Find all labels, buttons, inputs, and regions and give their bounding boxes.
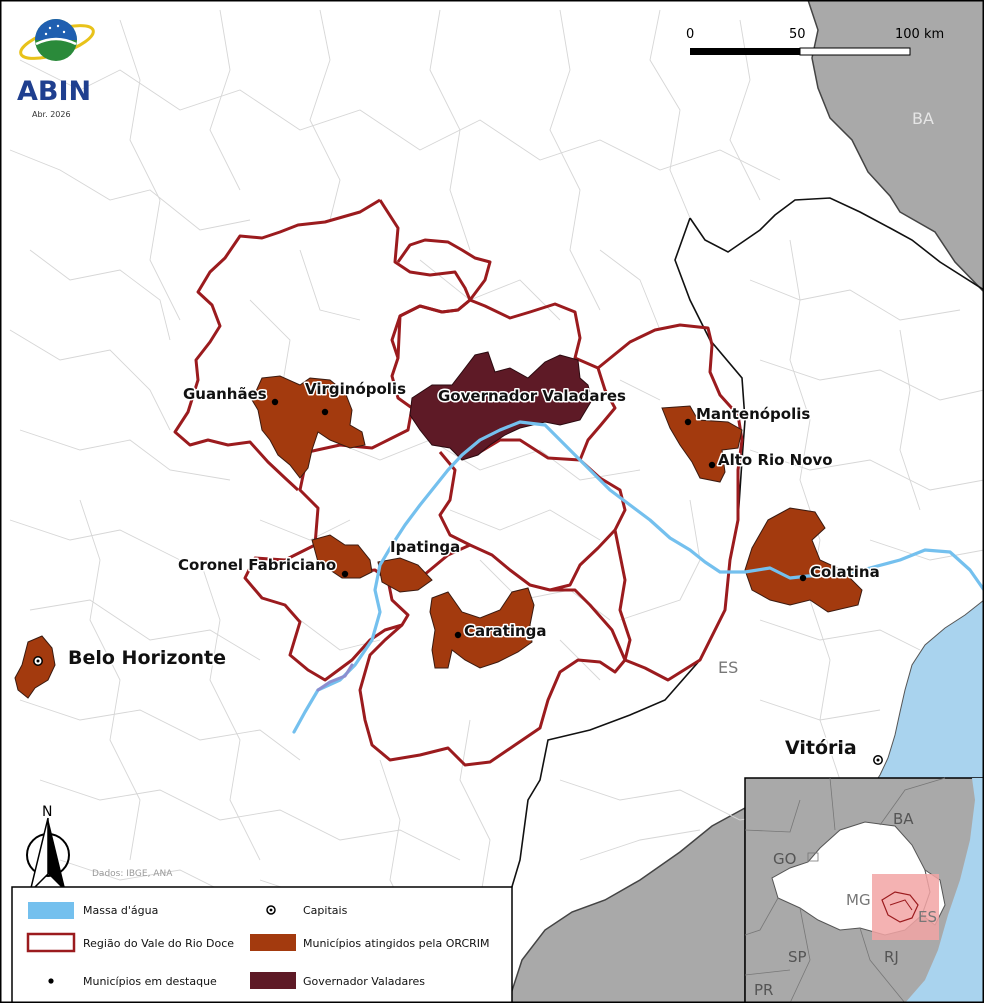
label-coronel-fabriciano: Coronel Fabriciano bbox=[178, 556, 336, 574]
data-credit: Dados: IBGE, ANA bbox=[92, 869, 173, 879]
marker-alto-rio-novo bbox=[708, 461, 716, 469]
region-subarea-south bbox=[358, 588, 627, 767]
legend-swatch-affected bbox=[250, 934, 296, 951]
municipality-guanhaes-area bbox=[251, 375, 366, 479]
legend-swatch-gv bbox=[250, 972, 296, 989]
inset-label-sp: SP bbox=[788, 948, 807, 966]
label-alto-rio-novo: Alto Rio Novo bbox=[718, 451, 833, 469]
label-governador-valadares: Governador Valadares bbox=[438, 387, 626, 405]
legend-label-water: Massa d'água bbox=[83, 904, 158, 917]
marker-virginopolis bbox=[321, 408, 329, 416]
city-markers bbox=[271, 398, 807, 639]
region-subarea-north bbox=[396, 238, 492, 301]
region-subarea-center bbox=[384, 298, 627, 592]
rio-doce-river bbox=[292, 420, 984, 734]
municipality-mantenopolis-area bbox=[661, 405, 743, 483]
label-belo-horizonte: Belo Horizonte bbox=[68, 647, 226, 669]
inset-map bbox=[744, 777, 984, 1003]
capital-markers bbox=[33, 656, 883, 765]
scale-bar bbox=[690, 47, 911, 56]
inset-label-pr: PR bbox=[754, 981, 773, 999]
label-ipatinga: Ipatinga bbox=[390, 538, 460, 556]
legend-label-affected: Municípios atingidos pela ORCRIM bbox=[303, 937, 490, 950]
label-state-es: ES bbox=[718, 658, 738, 677]
legend-label-region: Região do Vale do Rio Doce bbox=[83, 937, 234, 950]
inset-label-rj: RJ bbox=[884, 948, 899, 966]
marker-coronel-fabriciano bbox=[341, 570, 349, 578]
legend-label-gv: Governador Valadares bbox=[303, 975, 425, 988]
inset-label-mg: MG bbox=[846, 891, 871, 909]
municipality-belo-horizonte-area bbox=[14, 635, 56, 699]
municipal-boundaries bbox=[9, 9, 984, 1001]
marker-mantenopolis bbox=[684, 418, 692, 426]
north-arrow-icon bbox=[26, 817, 70, 895]
label-vitoria: Vitória bbox=[785, 737, 857, 759]
legend-label-capitals: Capitais bbox=[303, 904, 348, 917]
abin-logo bbox=[19, 19, 95, 61]
legend-label-highlight: Municípios em destaque bbox=[83, 975, 217, 988]
legend-swatch-region bbox=[26, 932, 76, 953]
inset-label-es: ES bbox=[918, 908, 937, 926]
region-subarea-east bbox=[597, 323, 744, 682]
label-virginopolis: Virginópolis bbox=[305, 380, 406, 398]
legend bbox=[11, 886, 513, 1003]
label-state-ba: BA bbox=[912, 109, 934, 128]
logo-name: ABIN bbox=[17, 76, 91, 107]
inset-label-ba: BA bbox=[893, 810, 914, 828]
municipality-governador-valadares-area bbox=[409, 351, 593, 461]
label-colatina: Colatina bbox=[810, 563, 880, 581]
logo-date: Abr. 2026 bbox=[32, 110, 71, 119]
municipality-ipatinga-area bbox=[377, 557, 433, 593]
label-guanhaes: Guanhães bbox=[183, 385, 267, 403]
inset-label-go: GO bbox=[773, 850, 796, 868]
inset-sea bbox=[905, 778, 984, 1003]
marker-colatina bbox=[799, 574, 807, 582]
rio-piracicaba-river bbox=[316, 663, 354, 692]
scale-tick-0: 0 bbox=[686, 27, 694, 42]
scale-tick-50: 50 bbox=[789, 27, 806, 42]
label-mantenopolis: Mantenópolis bbox=[696, 405, 810, 423]
legend-swatch-water bbox=[28, 902, 74, 919]
municipality-colatina-area bbox=[744, 507, 863, 613]
scale-tick-100: 100 km bbox=[895, 27, 944, 42]
affected-municipalities bbox=[14, 375, 863, 699]
region-vale-rio-doce bbox=[173, 198, 744, 767]
inset-highlight-box bbox=[872, 874, 939, 940]
north-arrow-label: N bbox=[42, 804, 52, 820]
municipality-caratinga-area bbox=[429, 587, 535, 669]
legend-swatch-highlight bbox=[48, 978, 54, 984]
label-caratinga: Caratinga bbox=[464, 622, 547, 640]
municipality-coronel-fabriciano-area bbox=[311, 534, 373, 579]
marker-guanhaes bbox=[271, 398, 279, 406]
marker-caratinga bbox=[454, 631, 462, 639]
